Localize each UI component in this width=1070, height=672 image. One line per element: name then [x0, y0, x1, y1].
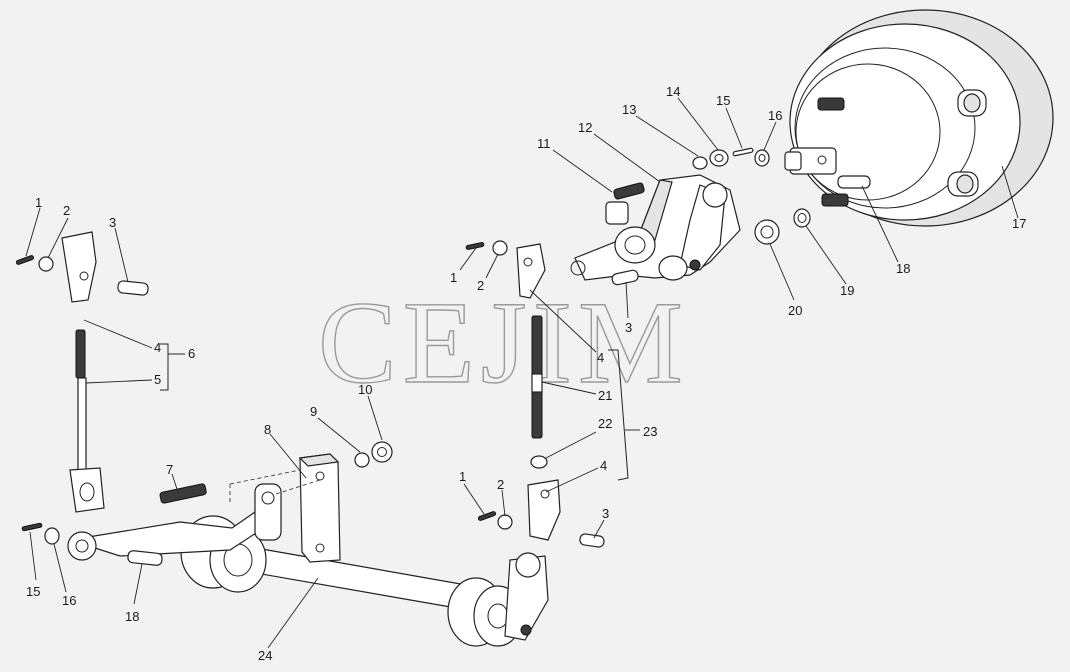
callout-20: 20: [788, 303, 802, 318]
cotter-pin-15-left: [21, 522, 43, 532]
callout-3: 3: [109, 215, 116, 230]
callout-18: 18: [896, 261, 910, 276]
callout-8: 8: [264, 422, 271, 437]
washer-16: [754, 149, 770, 167]
bracket-23: [608, 349, 629, 481]
bolt-7: [159, 483, 207, 504]
callout-labels: 1 2 3 4 5 6 7 8 9 10 11 12 13 14 15 16 1…: [26, 84, 1026, 663]
callout-14: 14: [666, 84, 680, 99]
callout-2-mid: 2: [477, 278, 484, 293]
callout-6: 6: [188, 346, 195, 361]
middle-rod-assembly: [516, 243, 605, 548]
callout-12: 12: [578, 120, 592, 135]
lever-bracket: [570, 174, 741, 281]
callout-3-low: 3: [602, 506, 609, 521]
callout-10: 10: [358, 382, 372, 397]
washer-2-low: [497, 514, 513, 530]
callout-15: 15: [716, 93, 730, 108]
washer-13: [692, 156, 708, 170]
callout-16-low: 16: [62, 593, 76, 608]
callout-7: 7: [166, 462, 173, 477]
mounting-block-8: [298, 453, 341, 563]
callout-18-low: 18: [125, 609, 139, 624]
callout-15-low: 15: [26, 584, 40, 599]
washer-9: [354, 452, 370, 468]
callout-2-low: 2: [497, 477, 504, 492]
callout-11: 11: [537, 136, 551, 151]
washer-19: [793, 208, 811, 228]
leader-lines: [25, 97, 1019, 649]
washer-16-left: [44, 527, 60, 545]
callout-9: 9: [310, 404, 317, 419]
callout-16: 16: [768, 108, 782, 123]
left-rod-assembly: [61, 231, 105, 513]
cotter-pin-1-left: [15, 255, 35, 265]
callout-21: 21: [598, 388, 612, 403]
callout-1-mid: 1: [450, 270, 457, 285]
callout-19: 19: [840, 283, 854, 298]
callout-13: 13: [622, 102, 636, 117]
bracket-6: [160, 343, 169, 391]
watermark: CEJIM: [318, 277, 689, 408]
nut-14: [709, 149, 729, 167]
cotter-pin-15: [732, 147, 754, 157]
callout-4: 4: [154, 340, 161, 355]
cotter-pin-1-mid: [465, 242, 485, 250]
cam-shaft-assembly: [67, 483, 549, 647]
nut-20: [754, 219, 780, 245]
washer-2-left: [38, 256, 54, 272]
washer-2-mid: [492, 240, 508, 256]
callout-23: 23: [643, 424, 657, 439]
callout-22: 22: [598, 416, 612, 431]
callout-2: 2: [63, 203, 70, 218]
callout-4-low: 4: [600, 458, 607, 473]
brake-chamber: [784, 9, 1054, 227]
callout-5: 5: [154, 372, 161, 387]
callout-24: 24: [258, 648, 272, 663]
callout-17: 17: [1012, 216, 1026, 231]
callout-3-mid: 3: [625, 320, 632, 335]
callout-1-low: 1: [459, 469, 466, 484]
callout-4-mid: 4: [597, 350, 604, 365]
nut-10: [371, 441, 393, 463]
cotter-pin-1-low: [477, 511, 497, 521]
pin-3-left: [117, 280, 149, 296]
callout-1: 1: [35, 195, 42, 210]
